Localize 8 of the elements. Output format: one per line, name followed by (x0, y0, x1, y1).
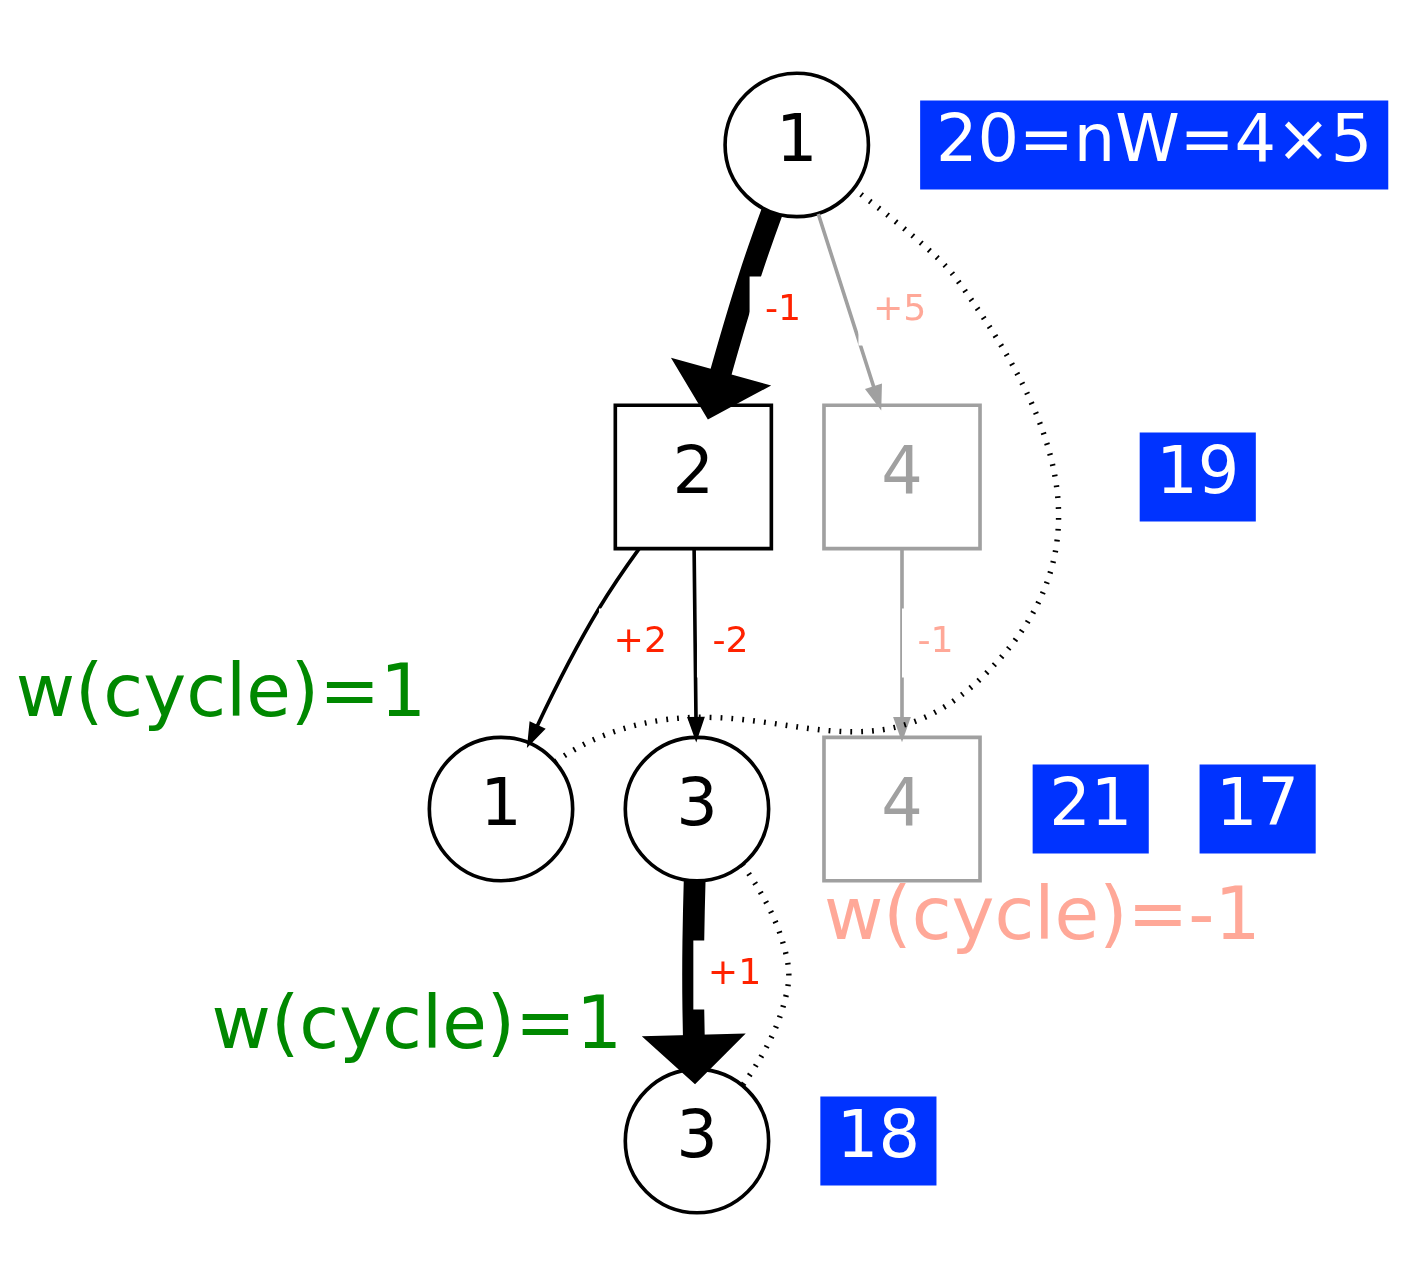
edge-label: +2 (613, 617, 667, 661)
edge-label: -2 (712, 617, 749, 661)
edge-label: +1 (707, 949, 762, 993)
edge-label: -1 (765, 285, 802, 329)
edge-label: +5 (872, 285, 927, 329)
node-label: w(cycle)=1 (15, 648, 427, 733)
node-label: w(cycle)=1 (211, 980, 623, 1065)
edge-label: -1 (917, 617, 954, 661)
